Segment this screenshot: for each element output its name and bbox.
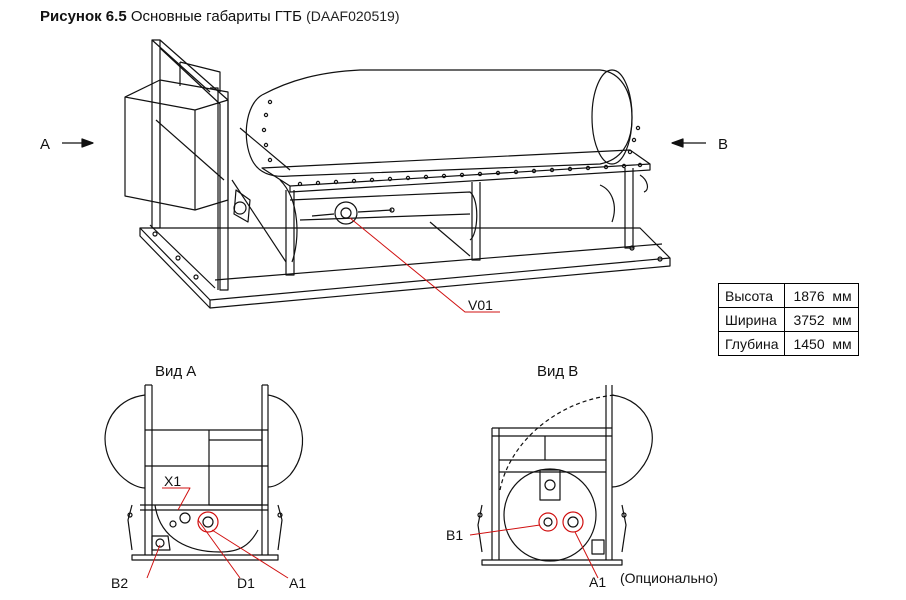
- isometric-view: [124, 39, 671, 309]
- dim-label: Высота: [717, 283, 786, 308]
- callout-a1-right: A1: [589, 574, 606, 590]
- callout-v01: V01: [468, 297, 493, 313]
- table-row: Ширина 3752 мм: [717, 307, 859, 332]
- view-arrow-b: [671, 138, 706, 148]
- dim-value: 1450 мм: [784, 331, 859, 356]
- callout-optional: (Опционально): [620, 570, 718, 586]
- dim-label: Глубина: [717, 331, 786, 356]
- arrow-b-label: B: [718, 136, 728, 153]
- dim-value: 1876 мм: [784, 283, 859, 308]
- view-b-leaders: [469, 524, 599, 579]
- callout-b2: B2: [111, 575, 128, 591]
- view-a-leaders: [146, 487, 289, 579]
- dimensions-table: Высота 1876 мм Ширина 3752 мм Глубина 14…: [717, 283, 859, 356]
- figure-code: (DAAF020519): [306, 8, 400, 24]
- v01-leader: [349, 217, 500, 313]
- arrow-a-label: A: [40, 136, 50, 153]
- figure-caption: Рисунок 6.5 Основные габариты ГТБ (DAAF0…: [40, 8, 400, 25]
- view-b-title: Вид B: [537, 363, 578, 380]
- callout-x1: X1: [164, 473, 181, 489]
- view-a-title: Вид A: [155, 363, 196, 380]
- table-row: Глубина 1450 мм: [717, 331, 859, 356]
- flange-bolts: [261, 99, 643, 187]
- view-b-drawing: [477, 385, 653, 566]
- dim-value: 3752 мм: [784, 307, 859, 332]
- table-row: Высота 1876 мм: [717, 283, 859, 308]
- callout-b1: B1: [446, 527, 463, 543]
- callout-a1-left: A1: [289, 575, 306, 591]
- callout-d1: D1: [237, 575, 255, 591]
- figure-title: Основные габариты ГТБ: [130, 8, 302, 25]
- dim-label: Ширина: [717, 307, 786, 332]
- view-a-drawing: [104, 384, 304, 561]
- figure-number: Рисунок 6.5: [40, 8, 127, 25]
- view-arrow-a: [62, 138, 94, 148]
